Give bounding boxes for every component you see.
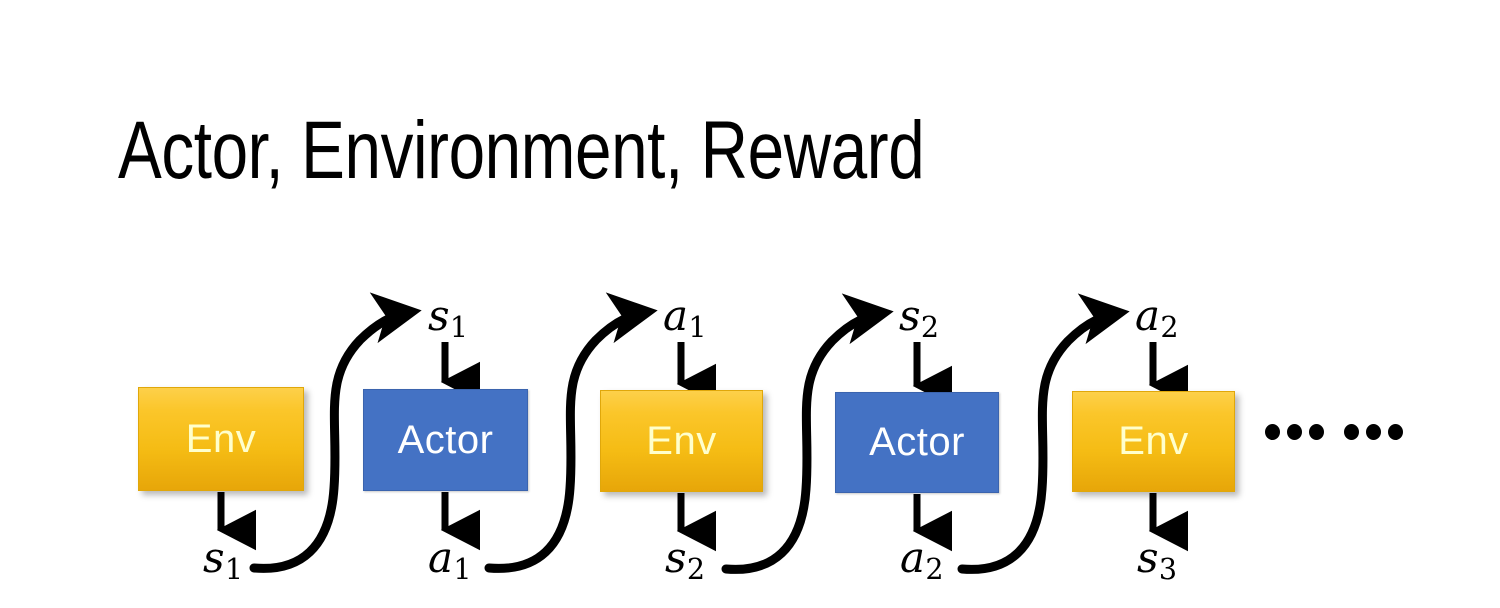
node-env-3[interactable]: Env	[1072, 391, 1235, 492]
continuation-ellipsis	[1265, 424, 1403, 440]
state-label-bottom-s3: s3	[1137, 537, 1177, 584]
curve-a1	[484, 292, 658, 573]
node-label: Env	[1118, 419, 1189, 463]
symbol: a	[900, 533, 926, 582]
symbol: s	[899, 291, 921, 340]
node-actor-1[interactable]: Actor	[363, 389, 528, 491]
node-label: Env	[646, 418, 717, 463]
curve-a2	[957, 293, 1130, 574]
state-label-bottom-s2: s2	[665, 537, 705, 584]
symbol: a	[428, 533, 454, 582]
subscript: 1	[449, 310, 469, 345]
symbol: s	[428, 291, 450, 340]
node-actor-2[interactable]: Actor	[835, 392, 999, 493]
ellipsis-dot	[1344, 424, 1359, 440]
ellipsis-dot	[1265, 424, 1280, 440]
state-label-bottom-s1: s1	[203, 537, 243, 584]
symbol: s	[1137, 533, 1159, 582]
symbol: a	[663, 291, 689, 340]
node-label: Env	[185, 416, 257, 461]
symbol: a	[1135, 291, 1161, 340]
page-title: Actor, Environment, Reward	[118, 105, 925, 196]
action-label-top-a2: a2	[1135, 295, 1179, 342]
node-label: Actor	[869, 420, 965, 464]
subscript: 1	[453, 552, 472, 587]
curve-s2	[721, 293, 894, 574]
subscript: 2	[925, 552, 944, 587]
action-label-bottom-a2: a2	[900, 537, 944, 584]
subscript: 1	[224, 552, 244, 587]
subscript: 3	[1158, 552, 1178, 587]
subscript: 2	[920, 310, 940, 345]
node-env-2[interactable]: Env	[600, 390, 763, 492]
node-env-1[interactable]: Env	[138, 387, 304, 491]
subscript: 2	[686, 552, 706, 587]
state-label-top-s1: s1	[428, 295, 468, 342]
ellipsis-dot	[1388, 424, 1403, 440]
action-label-bottom-a1: a1	[428, 537, 472, 584]
ellipsis-dot	[1309, 424, 1324, 440]
action-label-top-a1: a1	[663, 295, 707, 342]
ellipsis-dot	[1366, 424, 1381, 440]
node-label: Actor	[397, 417, 494, 462]
ellipsis-dot	[1287, 424, 1302, 440]
subscript: 2	[1160, 310, 1179, 345]
subscript: 1	[688, 310, 707, 345]
state-label-top-s2: s2	[899, 295, 939, 342]
symbol: s	[203, 533, 225, 582]
curve-s1	[249, 292, 422, 573]
ellipsis-gap	[1331, 432, 1337, 433]
symbol: s	[665, 533, 687, 582]
